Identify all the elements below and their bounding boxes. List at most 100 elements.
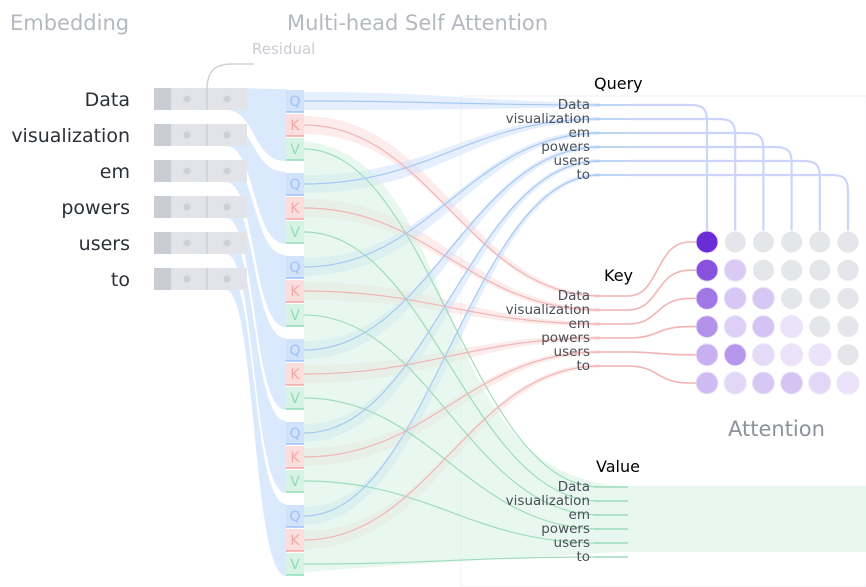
attention-cell[interactable] [751, 258, 775, 282]
v-letter: V [290, 557, 300, 573]
attention-cell[interactable] [780, 258, 804, 282]
query-link [303, 160, 601, 434]
query-to-column [628, 131, 765, 231]
attention-cell[interactable] [751, 343, 775, 367]
attention-cell[interactable] [836, 315, 860, 339]
attention-cell[interactable] [780, 343, 804, 367]
attention-cell[interactable] [695, 230, 719, 254]
attention-cell[interactable] [695, 371, 719, 395]
attention-grid [695, 230, 860, 395]
embedding-title: Embedding [10, 11, 129, 35]
embedding-row: to [111, 268, 247, 291]
query-link [303, 132, 601, 268]
attention-cell[interactable] [808, 230, 832, 254]
query-band [304, 116, 600, 193]
query-token-label: powers [541, 139, 590, 155]
residual-label: Residual [252, 40, 315, 58]
k-letter: K [290, 284, 300, 300]
value-link [303, 148, 601, 488]
attention-cell[interactable] [808, 343, 832, 367]
key-link [303, 207, 601, 311]
embedding-cell [171, 268, 247, 290]
attention-cell[interactable] [695, 343, 719, 367]
key-label: Key [604, 266, 633, 285]
embedding-cell [171, 88, 247, 110]
attention-cell[interactable] [808, 315, 832, 339]
attention-cell[interactable] [695, 315, 719, 339]
attention-cell[interactable] [836, 371, 860, 395]
key-link [303, 365, 601, 541]
attention-cell[interactable] [780, 371, 804, 395]
mhsa-title: Multi-head Self Attention [287, 11, 548, 35]
embedding-cell-dark [154, 196, 171, 218]
value-link [303, 480, 601, 544]
k-cell: K [286, 446, 304, 469]
embedding-dot [223, 131, 231, 139]
attention-cell[interactable] [751, 371, 775, 395]
embedding-cell-dark [154, 232, 171, 254]
attention-cell[interactable] [808, 371, 832, 395]
key-to-row [627, 351, 696, 356]
query-to-column [628, 117, 737, 231]
attention-cell[interactable] [836, 258, 860, 282]
embedding-to-qkv-band [226, 268, 286, 576]
attention-cell[interactable] [723, 315, 747, 339]
attention-cell[interactable] [808, 258, 832, 282]
token-label: to [111, 269, 130, 291]
embedding-dot [223, 167, 231, 175]
attention-cell[interactable] [751, 315, 775, 339]
k-letter: K [290, 367, 300, 383]
k-letter: K [290, 450, 300, 466]
query-token-label: users [554, 153, 590, 169]
q-letter: Q [289, 343, 300, 359]
q-cell: Q [286, 173, 304, 196]
key-token-label: powers [541, 330, 590, 346]
q-cell: Q [286, 505, 304, 528]
value-token-label: Data [558, 479, 590, 495]
v-block [286, 304, 304, 326]
embedding-cell [171, 196, 247, 218]
key-token-label: Data [558, 288, 590, 304]
value-token-label: em [569, 507, 590, 523]
attention-cell[interactable] [723, 343, 747, 367]
query-link [303, 118, 601, 185]
attention-cell[interactable] [723, 371, 747, 395]
attention-cell[interactable] [808, 286, 832, 310]
attention-cell[interactable] [780, 315, 804, 339]
v-cell: V [286, 221, 304, 244]
embedding-dot [183, 131, 191, 139]
attention-cell[interactable] [836, 230, 860, 254]
key-to-row [627, 241, 696, 297]
attention-connectors [627, 103, 850, 384]
attention-cell[interactable] [723, 258, 747, 282]
attention-cell[interactable] [695, 286, 719, 310]
embedding-row: em [100, 160, 247, 183]
embedding-cell [171, 160, 247, 182]
attention-cell[interactable] [723, 286, 747, 310]
attention-cell[interactable] [836, 343, 860, 367]
v-letter: V [290, 225, 300, 241]
attention-cell[interactable] [695, 258, 719, 282]
q-block [286, 256, 304, 278]
key-to-row [627, 269, 696, 311]
attention-cell[interactable] [780, 230, 804, 254]
value-token-label: powers [541, 521, 590, 537]
k-cell: K [286, 280, 304, 303]
embedding-to-qkv-band [226, 124, 286, 244]
attention-cell[interactable] [723, 230, 747, 254]
q-cell: Q [286, 256, 304, 279]
key-token-label: em [569, 316, 590, 332]
q-cell: Q [286, 90, 304, 113]
q-letter: Q [289, 94, 300, 110]
query-band [304, 158, 600, 442]
attention-cell[interactable] [751, 286, 775, 310]
attention-cell[interactable] [751, 230, 775, 254]
attention-cell[interactable] [836, 286, 860, 310]
query-token-label: visualization [506, 111, 590, 127]
q-block [286, 173, 304, 195]
attention-cell[interactable] [780, 286, 804, 310]
v-letter: V [290, 391, 300, 407]
residual-connector [206, 63, 254, 91]
embedding-row: users [79, 232, 247, 255]
v-block [286, 387, 304, 409]
